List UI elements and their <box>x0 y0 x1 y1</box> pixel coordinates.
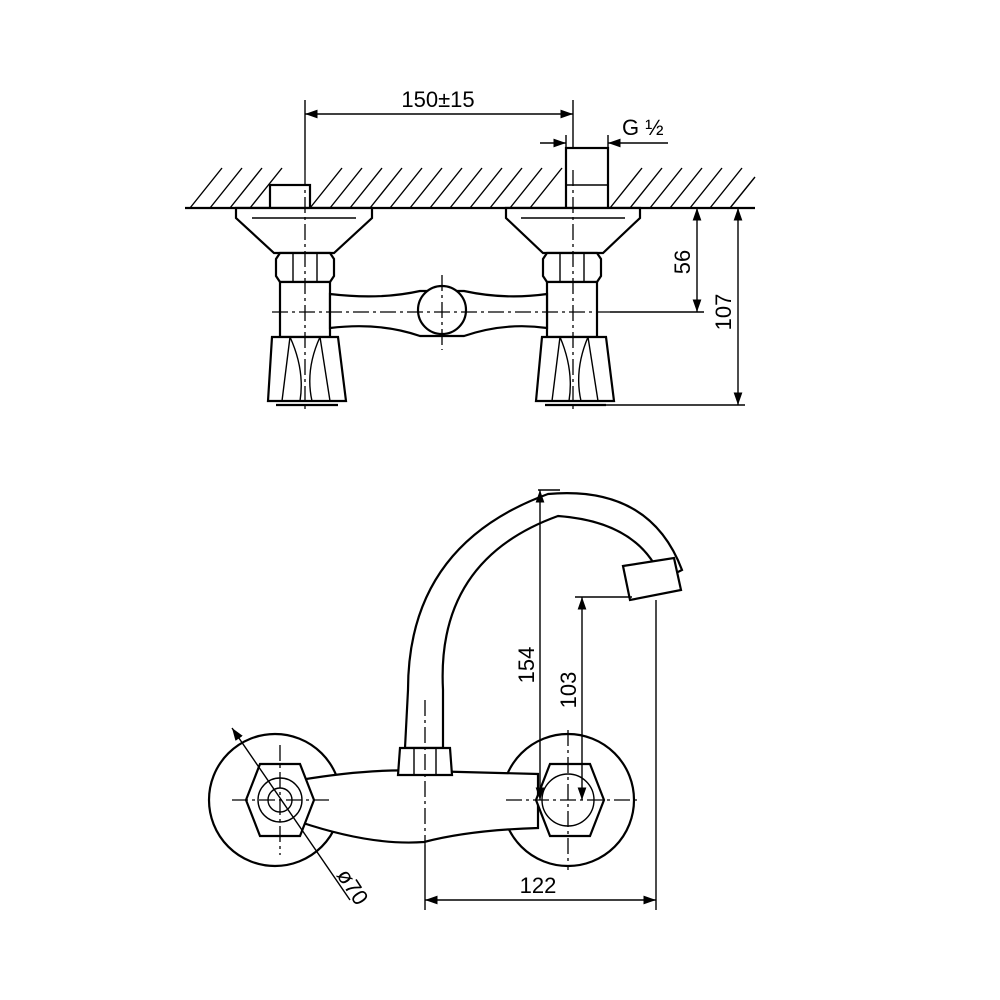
mixer-body <box>298 769 540 844</box>
right-handle <box>534 335 616 403</box>
front-view: 150±15 G ½ 56 107 <box>185 87 756 412</box>
flange-diameter-label: ø70 <box>332 864 374 909</box>
outlet-height-dimension-label: 56 <box>670 250 695 274</box>
right-hex-nut <box>541 251 603 284</box>
spacing-dimension-label: 150±15 <box>401 87 474 112</box>
reach-dimension-label: 122 <box>520 873 557 898</box>
outlet-height-dimension-label: 103 <box>556 672 581 709</box>
left-flange <box>234 206 374 255</box>
flange-diameter-leader <box>231 727 351 901</box>
spout-height-dimension-label: 154 <box>514 647 539 684</box>
right-valve-body <box>545 280 599 339</box>
left-handle <box>266 335 348 403</box>
handle-height-dimension-label: 107 <box>711 294 736 331</box>
spout-aerator <box>621 556 683 602</box>
right-pipe-stub <box>564 146 610 210</box>
left-pipe-stub <box>268 183 312 210</box>
thread-dimension-label: G ½ <box>622 115 664 140</box>
side-view: ø70 154 103 122 <box>207 489 684 910</box>
swivel-spout <box>403 492 684 750</box>
